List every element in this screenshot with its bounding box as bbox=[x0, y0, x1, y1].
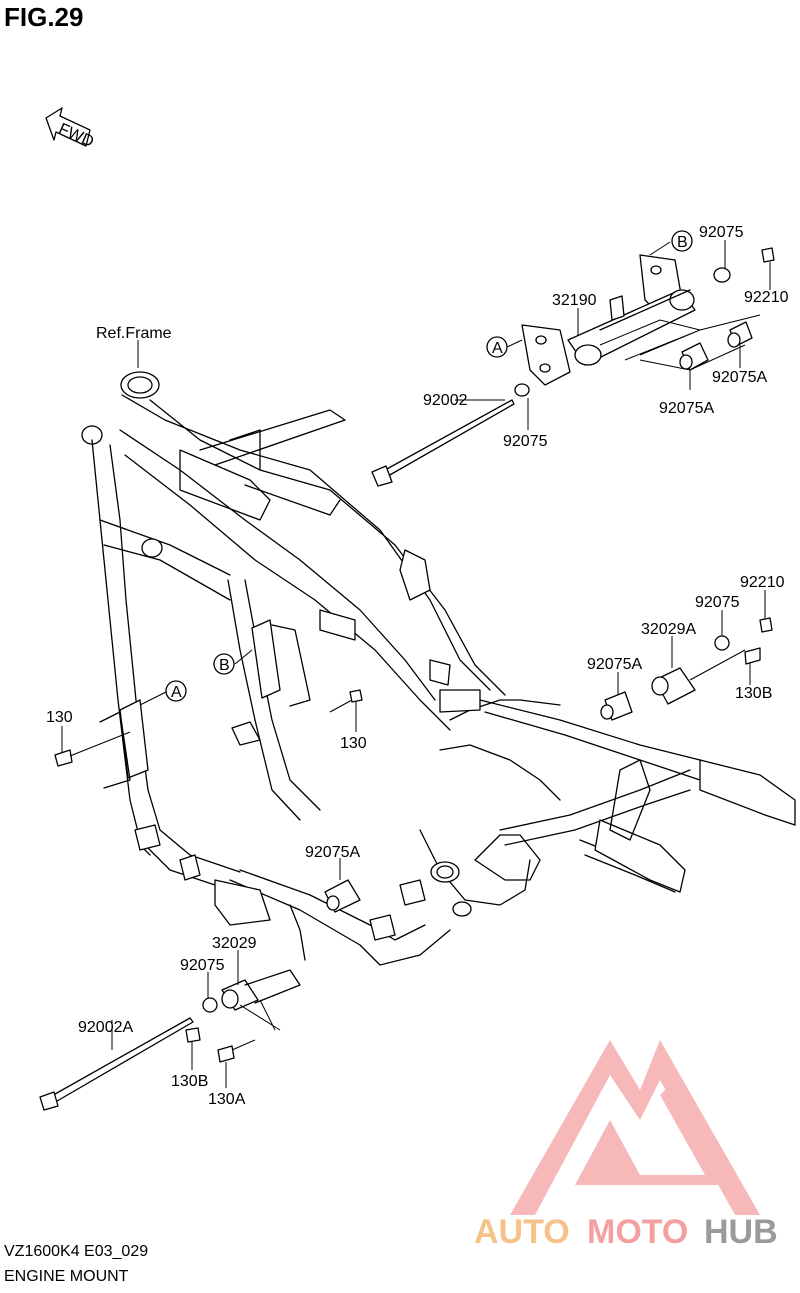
figure-title: FIG.29 bbox=[4, 2, 84, 32]
watermark-logo-icon bbox=[510, 1040, 760, 1215]
callout-labels: Ref.Frame 92075 92210 32190 92075A 92075… bbox=[46, 224, 789, 1108]
callout-ref-frame: Ref.Frame bbox=[96, 325, 172, 342]
callout-32029: 32029 bbox=[212, 935, 257, 952]
bolt-130-left bbox=[54, 731, 131, 767]
callout-32190: 32190 bbox=[552, 292, 597, 309]
ref-letter: A bbox=[492, 340, 503, 357]
top-engine-mount bbox=[371, 247, 775, 487]
watermark-moto: MOTO bbox=[587, 1213, 689, 1251]
callout-92075a-r1: 92075A bbox=[712, 369, 767, 386]
reference-mark-b-frame: B bbox=[213, 653, 235, 675]
reference-mark-a-frame: A bbox=[165, 680, 187, 702]
callout-92002: 92002 bbox=[423, 392, 468, 409]
callout-92075-mid: 92075 bbox=[503, 433, 548, 450]
callout-32029a: 32029A bbox=[641, 621, 696, 638]
leader-lines bbox=[61, 240, 771, 1088]
callout-130a: 130A bbox=[208, 1091, 246, 1108]
callout-130b-bottom: 130B bbox=[171, 1073, 208, 1090]
callout-130b-right: 130B bbox=[735, 685, 772, 702]
fwd-arrow-icon: FWD bbox=[45, 107, 96, 151]
callout-92075-bottom: 92075 bbox=[180, 957, 225, 974]
bottom-engine-mount bbox=[39, 879, 361, 1111]
reference-mark-a-top: A bbox=[486, 336, 508, 358]
callout-92210-top: 92210 bbox=[744, 289, 789, 306]
watermark-auto: AUTO bbox=[474, 1213, 570, 1251]
callout-92210-right: 92210 bbox=[740, 574, 785, 591]
callout-92002a: 92002A bbox=[78, 1019, 133, 1036]
section-name: ENGINE MOUNT bbox=[4, 1268, 129, 1285]
callout-92075a-r2: 92075A bbox=[659, 400, 714, 417]
reference-mark-b-top: B bbox=[671, 230, 693, 252]
ref-letter: B bbox=[219, 657, 230, 674]
ref-letter: B bbox=[677, 234, 688, 251]
callout-130-left: 130 bbox=[46, 709, 73, 726]
bolt-130-center bbox=[329, 689, 363, 713]
callout-92075a-bottom: 92075A bbox=[305, 844, 360, 861]
callout-92075-top: 92075 bbox=[699, 224, 744, 241]
ref-letter: A bbox=[171, 684, 182, 701]
model-code: VZ1600K4 E03_029 bbox=[4, 1243, 149, 1260]
callout-130-center: 130 bbox=[340, 735, 367, 752]
callout-92075a-right: 92075A bbox=[587, 656, 642, 673]
right-engine-mount bbox=[600, 617, 773, 721]
motorcycle-frame bbox=[81, 371, 796, 966]
watermark-hub: HUB bbox=[704, 1213, 778, 1251]
callout-92075-right: 92075 bbox=[695, 594, 740, 611]
